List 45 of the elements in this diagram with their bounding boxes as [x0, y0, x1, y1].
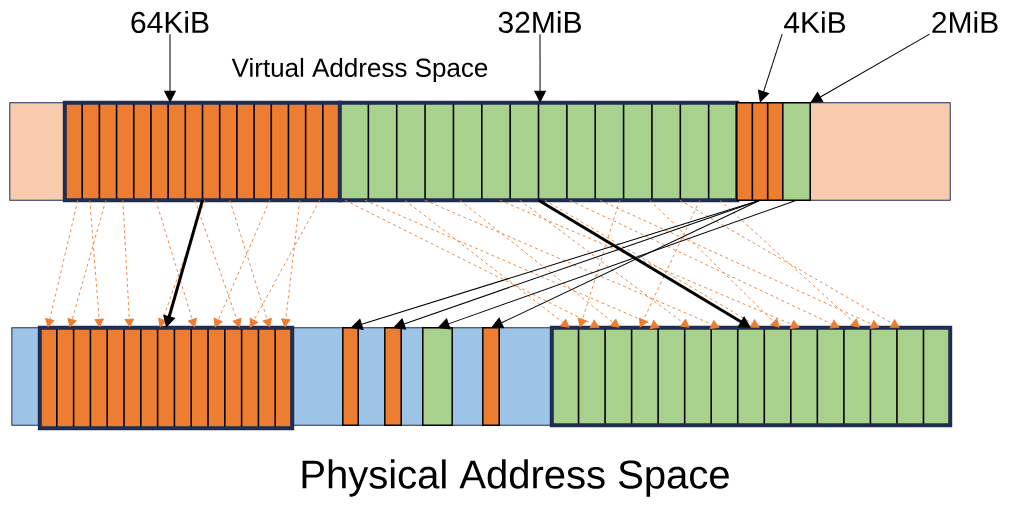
page-block: [37, 325, 295, 431]
mapping-arrow: [679, 199, 900, 328]
page-block: [342, 327, 359, 426]
mapping-arrow: [67, 199, 107, 328]
mapping-arrow: [344, 199, 600, 329]
mapping-arrow: [155, 199, 197, 328]
page-block: [422, 327, 453, 426]
leader-line: [757, 33, 783, 103]
page-block: [337, 100, 740, 203]
size-label: 2MiB: [932, 11, 998, 33]
address-space-title: Virtual Address Space: [231, 57, 488, 83]
mapping-arrow: [364, 199, 660, 329]
mapping-arrow: [719, 199, 860, 328]
mapping-arrow: [649, 199, 780, 328]
leader-line: [810, 33, 931, 103]
mapping-arrow: [122, 199, 135, 328]
mapping-arrow: [491, 199, 761, 329]
mapping-arrow: [281, 199, 301, 328]
address-space-title: Physical Address Space: [302, 459, 729, 497]
page-block: [384, 327, 402, 426]
page-block: [782, 102, 811, 201]
size-label: 4KiB: [784, 11, 846, 33]
page-block: [549, 325, 953, 428]
size-label: 32MiB: [498, 11, 581, 33]
mapping-arrow: [89, 199, 104, 328]
mapping-arrow: [499, 199, 800, 329]
mapping-arrow: [577, 199, 621, 328]
page-block: [736, 102, 784, 201]
mapping-arrow: [639, 199, 701, 328]
page-block: [482, 327, 500, 426]
leader-line: [164, 33, 176, 103]
mapping-arrow: [229, 199, 272, 328]
mapping-arrow: [569, 199, 840, 329]
mapping-arrow: [404, 199, 570, 328]
mapping-arrow: [249, 199, 321, 328]
mapping-arrow: [424, 199, 720, 329]
size-label: 64KiB: [131, 11, 209, 33]
mapping-arrow: [213, 199, 271, 328]
mapping-arrow: [519, 199, 690, 328]
leader-line: [534, 33, 546, 103]
mapping-arrow: [599, 199, 880, 329]
mapping-arrow: [459, 199, 620, 328]
mapping-arrow: [438, 199, 797, 330]
mapping-arrow: [194, 199, 242, 328]
mapping-arrow: [45, 199, 79, 328]
